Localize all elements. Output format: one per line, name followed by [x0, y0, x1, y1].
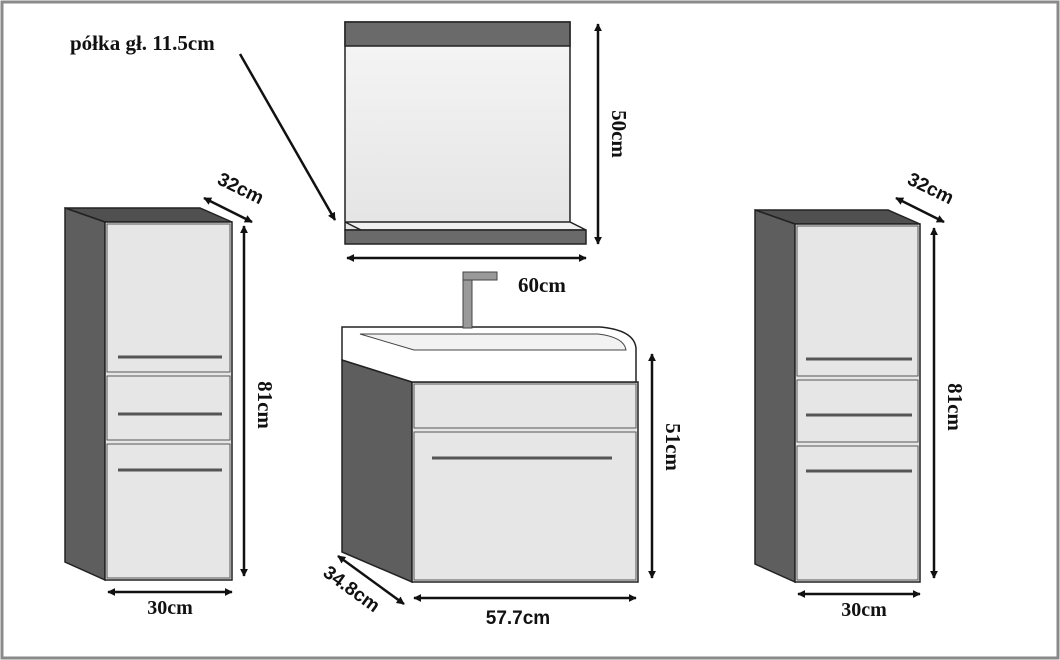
- right-cabinet-door-top: [796, 225, 919, 377]
- left-cabinet-door-bottom: [106, 443, 231, 579]
- mirror-glass: [344, 21, 571, 231]
- vanity-height-label: 51cm: [661, 423, 685, 471]
- right-cabinet-side: [754, 208, 796, 584]
- mirror: [344, 21, 587, 245]
- left-cabinet-drawer: [106, 375, 231, 441]
- mirror-shelf-base: [344, 229, 587, 245]
- right-cabinet-door-bottom: [796, 445, 919, 581]
- left-cabinet-depth-arrow: [203, 196, 253, 224]
- mirror-shelf: [344, 221, 587, 231]
- mirror-width-label: 60cm: [518, 273, 566, 297]
- left-cabinet-width-label: 30cm: [147, 597, 193, 619]
- vanity-front: [411, 381, 639, 583]
- left-tall-cabinet: [64, 206, 233, 582]
- vanity-side: [341, 358, 413, 584]
- mirror-top-band: [344, 21, 571, 47]
- left-cabinet-side: [64, 206, 106, 582]
- right-tall-cabinet: [754, 208, 921, 584]
- mirror-height-label: 50cm: [607, 110, 631, 158]
- left-cabinet-door-top: [106, 223, 231, 373]
- right-cabinet-depth-arrow: [895, 196, 945, 224]
- shelf-depth-label: półka gł. 11.5cm: [70, 31, 215, 55]
- vanity-width-label: 57.7cm: [486, 608, 550, 629]
- vanity-unit: [341, 271, 639, 584]
- vanity-depth-arrow: [337, 554, 405, 606]
- right-cabinet-height-label: 81cm: [943, 383, 967, 431]
- left-cabinet-front: [104, 221, 233, 581]
- right-cabinet-width-label: 30cm: [841, 599, 887, 621]
- right-cabinet-drawer: [796, 379, 919, 443]
- right-cabinet-front: [794, 223, 921, 583]
- vanity-top-panel: [413, 383, 637, 429]
- vanity-drawer: [413, 431, 637, 581]
- vanity-basin-bowl: [359, 333, 627, 351]
- faucet-spout: [462, 271, 498, 281]
- shelf-pointer-arrow: [238, 53, 337, 221]
- left-cabinet-height-label: 81cm: [253, 381, 277, 429]
